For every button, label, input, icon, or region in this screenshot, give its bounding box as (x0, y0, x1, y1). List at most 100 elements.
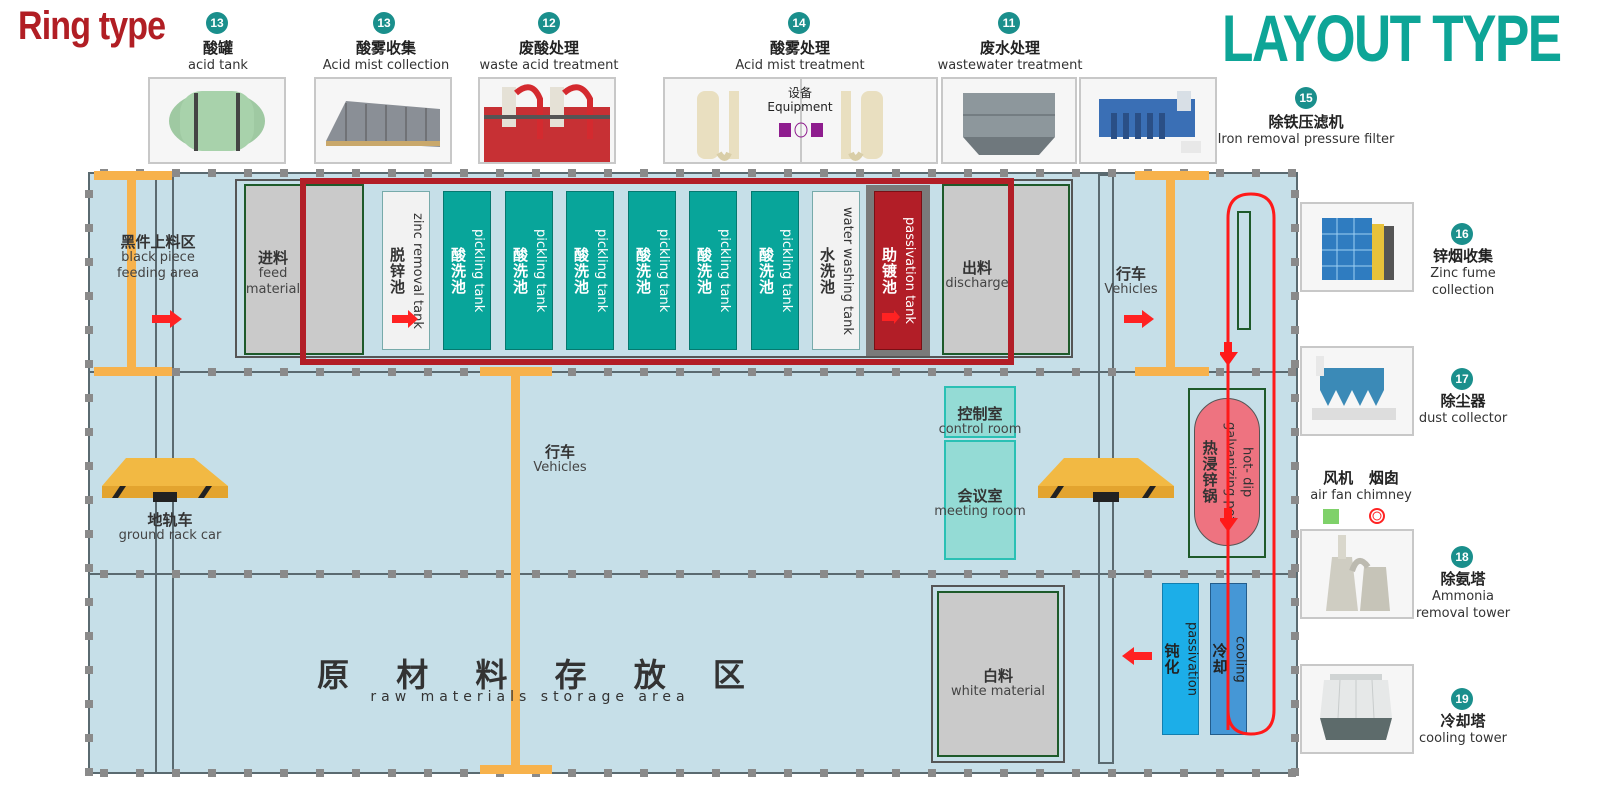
zinc-fume-collection-photo (1300, 202, 1414, 292)
column-marker (1036, 769, 1044, 777)
crane-rail-right (1166, 178, 1175, 368)
column-marker (352, 570, 360, 578)
column-marker (388, 769, 396, 777)
column-marker (1291, 326, 1299, 334)
column-marker (676, 169, 684, 177)
ring-type-title: Ring type (18, 4, 166, 48)
column-marker (820, 169, 828, 177)
ground-rack-car-label: 地轨车 ground rack car (118, 511, 222, 543)
column-marker (280, 368, 288, 376)
acid-tank-photo (148, 77, 286, 164)
column-marker (964, 769, 972, 777)
column-marker (1252, 169, 1260, 177)
column-marker (748, 169, 756, 177)
grid-line (88, 371, 1298, 373)
column-marker (85, 190, 93, 198)
column-marker (820, 368, 828, 376)
column-marker (1288, 169, 1296, 177)
column-marker (388, 169, 396, 177)
column-marker (460, 368, 468, 376)
column-marker (712, 769, 720, 777)
column-marker (1252, 769, 1260, 777)
pressure-filter-photo (1079, 77, 1217, 164)
column-marker (928, 368, 936, 376)
badge-dust-collector: 17 (1451, 368, 1473, 390)
black-feed-area-label: 黑件上料区 black piece feeding area (116, 233, 200, 281)
column-marker (460, 169, 468, 177)
column-marker (964, 570, 972, 578)
column-marker (532, 570, 540, 578)
badge-cooling-tower: 19 (1451, 688, 1473, 710)
column-marker (244, 769, 252, 777)
column-marker (640, 368, 648, 376)
column-marker (136, 769, 144, 777)
column-marker (1288, 368, 1296, 376)
pretreatment-boundary (300, 178, 1014, 365)
column-marker (316, 769, 324, 777)
column-marker (712, 368, 720, 376)
column-marker (568, 769, 576, 777)
column-marker (1291, 462, 1299, 470)
cooling-tower-photo (1300, 664, 1414, 754)
column-marker (820, 769, 828, 777)
column-marker (1291, 190, 1299, 198)
column-marker (676, 570, 684, 578)
column-marker (892, 368, 900, 376)
crane-beam-left-bottom (94, 367, 172, 376)
badge-pressure-filter: 15 (1295, 87, 1317, 109)
column-marker (640, 169, 648, 177)
column-marker (388, 368, 396, 376)
column-marker (1036, 570, 1044, 578)
column-marker (172, 169, 180, 177)
column-marker (208, 368, 216, 376)
column-marker (676, 368, 684, 376)
white-material-zone (937, 591, 1059, 757)
raw-storage-subtitle: raw materials storage area (370, 689, 690, 705)
column-marker (316, 368, 324, 376)
column-marker (85, 666, 93, 674)
column-marker (85, 598, 93, 606)
wastewater-treatment-photo (941, 77, 1077, 164)
column-marker (85, 394, 93, 402)
chimney-icon (1369, 508, 1385, 524)
column-marker (1291, 598, 1299, 606)
column-marker (352, 368, 360, 376)
column-marker (85, 700, 93, 708)
column-marker (856, 769, 864, 777)
badge-wastewater: 11 (998, 12, 1020, 34)
crane-beam-right-top (1135, 171, 1209, 180)
ground-rack-car-icon (102, 458, 228, 502)
white-material-label: 白料 white material (951, 667, 1045, 699)
column-marker (424, 169, 432, 177)
column-marker (1216, 169, 1224, 177)
column-marker (1291, 360, 1299, 368)
column-marker (856, 570, 864, 578)
column-marker (1291, 428, 1299, 436)
badge-acid-tank: 13 (206, 12, 228, 34)
column-marker (928, 570, 936, 578)
raw-storage-title: 原 材 料 存 放 区 (317, 656, 763, 694)
column-marker (928, 769, 936, 777)
column-marker (784, 368, 792, 376)
flow-arrow-left (1122, 647, 1152, 665)
column-marker (1291, 258, 1299, 266)
column-marker (1291, 394, 1299, 402)
column-marker (1000, 570, 1008, 578)
badge-waste-acid: 12 (538, 12, 560, 34)
flow-arrow-right (392, 310, 418, 328)
crane-beam-mid-top (480, 367, 552, 376)
column-marker (964, 169, 972, 177)
